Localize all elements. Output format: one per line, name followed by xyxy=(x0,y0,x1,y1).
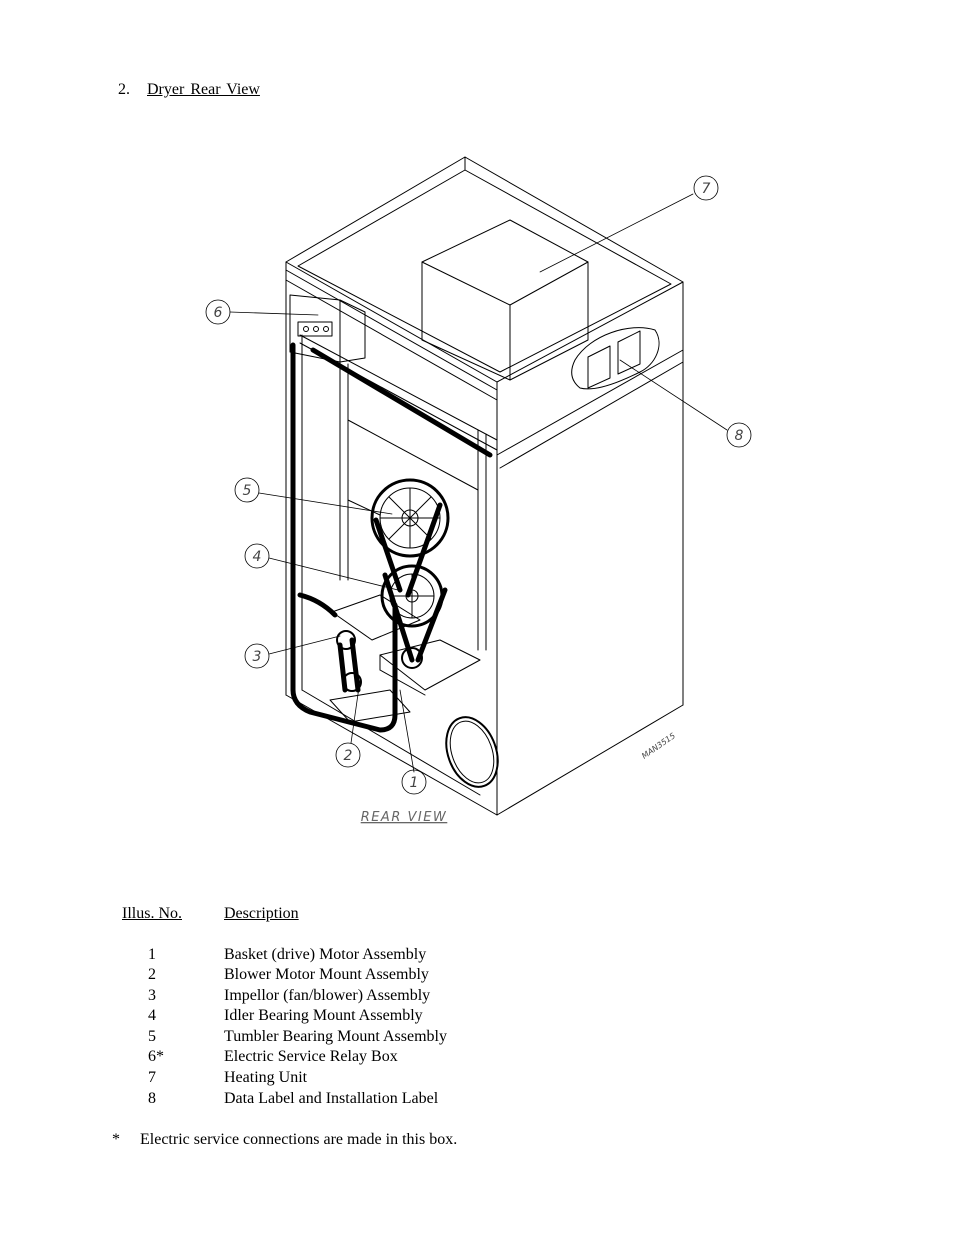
row-number: 2 xyxy=(148,966,156,983)
callout-circles xyxy=(205,175,752,795)
pulleys xyxy=(336,478,450,692)
row-description: Heating Unit xyxy=(224,1069,308,1086)
row-number: 4 xyxy=(148,1007,156,1024)
figure-caption: REAR VIEW xyxy=(361,810,448,825)
callout-8: 8 xyxy=(735,428,744,444)
dryer-rear-view-diagram: 1 2 3 4 5 6 7 8 REAR VIEW MAN3515 xyxy=(205,156,752,825)
relay-box xyxy=(289,294,366,363)
data-label-plate xyxy=(571,327,660,390)
row-description: Blower Motor Mount Assembly xyxy=(224,966,429,983)
callout-5: 5 xyxy=(243,483,252,499)
row-description: Electric Service Relay Box xyxy=(224,1048,398,1065)
row-description: Data Label and Installation Label xyxy=(224,1090,439,1107)
row-number: 7 xyxy=(148,1069,156,1086)
heating-unit-box xyxy=(421,219,589,381)
row-number: 3 xyxy=(148,987,156,1004)
section-number: 2. xyxy=(118,81,130,98)
row-number: 1 xyxy=(148,946,156,963)
callout-leaders xyxy=(229,193,728,773)
row-description: Basket (drive) Motor Assembly xyxy=(224,946,427,963)
callout-6: 6 xyxy=(214,305,223,321)
column-header-illus-no: Illus. No. xyxy=(122,905,182,922)
section-heading: 2. Dryer Rear View xyxy=(118,81,260,99)
cabinet-outline xyxy=(285,156,684,816)
footnote-mark: * xyxy=(112,1131,120,1148)
row-number: 6* xyxy=(148,1048,164,1065)
callout-7: 7 xyxy=(702,181,711,197)
callout-1: 1 xyxy=(410,775,419,791)
row-number: 5 xyxy=(148,1028,156,1045)
row-description: Tumbler Bearing Mount Assembly xyxy=(224,1028,447,1045)
callout-4: 4 xyxy=(253,549,262,565)
row-description: Idler Bearing Mount Assembly xyxy=(224,1007,423,1024)
footnote: * Electric service connections are made i… xyxy=(112,1131,457,1149)
section-title: Dryer Rear View xyxy=(147,81,260,98)
row-description: Impellor (fan/blower) Assembly xyxy=(224,987,431,1004)
drive-belts xyxy=(290,342,493,733)
row-number: 8 xyxy=(148,1090,156,1107)
column-header-description: Description xyxy=(224,905,299,922)
footnote-text: Electric service connections are made in… xyxy=(140,1131,458,1148)
motor-mounts xyxy=(329,594,499,788)
callout-3: 3 xyxy=(253,649,262,665)
drawing-code: MAN3515 xyxy=(640,731,677,761)
callout-2: 2 xyxy=(344,748,353,764)
